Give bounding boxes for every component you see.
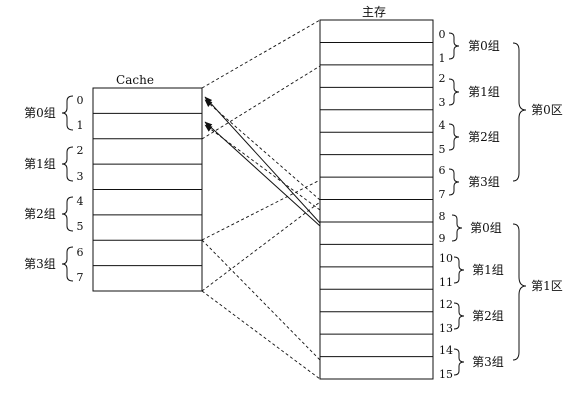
right-brace-icon (453, 256, 465, 284)
right-brace-icon (448, 168, 460, 196)
memory-block-dividers (320, 41, 433, 358)
cache-line-number: 5 (77, 220, 84, 233)
cache-line-number: 4 (77, 195, 84, 208)
memory-zone-label: 第0区 (531, 103, 563, 117)
memory-block-number: 8 (439, 210, 446, 223)
dashed-arrows (204, 99, 321, 211)
memory-block-number: 15 (439, 368, 453, 381)
right-brace-large-icon (512, 42, 527, 182)
memory-zone-labels: 第0区 第1区 (531, 103, 563, 293)
cache-line-number: 1 (77, 119, 84, 132)
memory-block-number: 9 (439, 232, 446, 245)
right-brace-icon (448, 78, 460, 106)
dashed-arrow (204, 99, 321, 201)
left-brace-icon (61, 196, 74, 232)
left-brace-icon (61, 95, 74, 131)
memory-block-number: 13 (439, 322, 453, 335)
solid-arrows (204, 96, 321, 227)
memory-group-label: 第0组 (468, 39, 500, 53)
memory-block-number: 12 (439, 298, 453, 311)
cache-group-labels: 第0组 第1组 第2组 第3组 (24, 106, 56, 271)
right-brace-icon (453, 302, 465, 330)
cache-line-number: 2 (77, 144, 84, 157)
cache-title: Cache (116, 73, 154, 87)
memory-zone-braces (512, 42, 527, 361)
left-brace-icon (61, 246, 74, 282)
dashed-mapping-line (201, 290, 321, 380)
memory-block-number: 2 (439, 72, 446, 85)
cache-line-dividers (93, 112, 202, 267)
memory-group-label: 第0组 (470, 221, 502, 235)
dashed-mapping-line (201, 179, 321, 241)
cache-group-label: 第0组 (24, 106, 56, 120)
memory-group-label: 第1组 (468, 85, 500, 99)
memory-group-label: 第3组 (472, 355, 504, 369)
dashed-arrow (204, 124, 321, 211)
right-brace-icon (453, 348, 465, 376)
right-brace-large-icon (512, 223, 527, 361)
dashed-mapping-line (201, 239, 321, 361)
dashed-mapping-lines (201, 19, 321, 380)
memory-block-number: 14 (439, 344, 453, 357)
memory-block-number: 10 (439, 252, 453, 265)
dashed-mapping-line (201, 19, 321, 89)
memory-block-number: 11 (439, 276, 453, 289)
memory-group-label: 第1组 (472, 263, 504, 277)
right-brace-icon (448, 123, 460, 151)
dashed-mapping-line (201, 201, 321, 292)
cache-group-label: 第1组 (24, 157, 56, 171)
memory-block-number: 6 (439, 164, 446, 177)
cache-group-label: 第2组 (24, 207, 56, 221)
cache-line-number: 7 (77, 271, 84, 284)
right-brace-icon (451, 214, 463, 242)
memory-group-label: 第3组 (468, 175, 500, 189)
memory-block-number: 0 (439, 28, 446, 41)
memory-block-number: 1 (439, 52, 446, 65)
cache-group-label: 第3组 (24, 257, 56, 271)
cache-line-number: 3 (77, 170, 84, 183)
memory-group-braces (448, 32, 465, 376)
memory-title: 主存 (362, 5, 386, 19)
right-brace-icon (448, 32, 460, 60)
dashed-mapping-line (201, 65, 321, 140)
memory-group-label: 第2组 (472, 309, 504, 323)
memory-group-label: 第2组 (468, 130, 500, 144)
memory-group-labels: 第0组 第1组 第2组 第3组 第0组 第1组 第2组 第3组 (468, 39, 504, 369)
memory-block-number: 4 (439, 119, 446, 132)
cache-group-braces (61, 95, 74, 282)
memory-block-numbers: 0 1 2 3 4 5 6 7 8 9 10 11 12 13 14 15 (439, 28, 454, 381)
cache-line-numbers: 0 1 2 3 4 5 6 7 (77, 94, 84, 284)
memory-block-number: 3 (439, 96, 446, 109)
cache-line-number: 0 (77, 94, 84, 107)
left-brace-icon (61, 146, 74, 182)
memory-zone-label: 第1区 (531, 279, 563, 293)
memory-block-number: 5 (439, 143, 446, 156)
solid-arrow (204, 121, 321, 227)
solid-arrow (204, 96, 321, 224)
cache-line-number: 6 (77, 246, 84, 259)
memory-block-number: 7 (439, 188, 446, 201)
